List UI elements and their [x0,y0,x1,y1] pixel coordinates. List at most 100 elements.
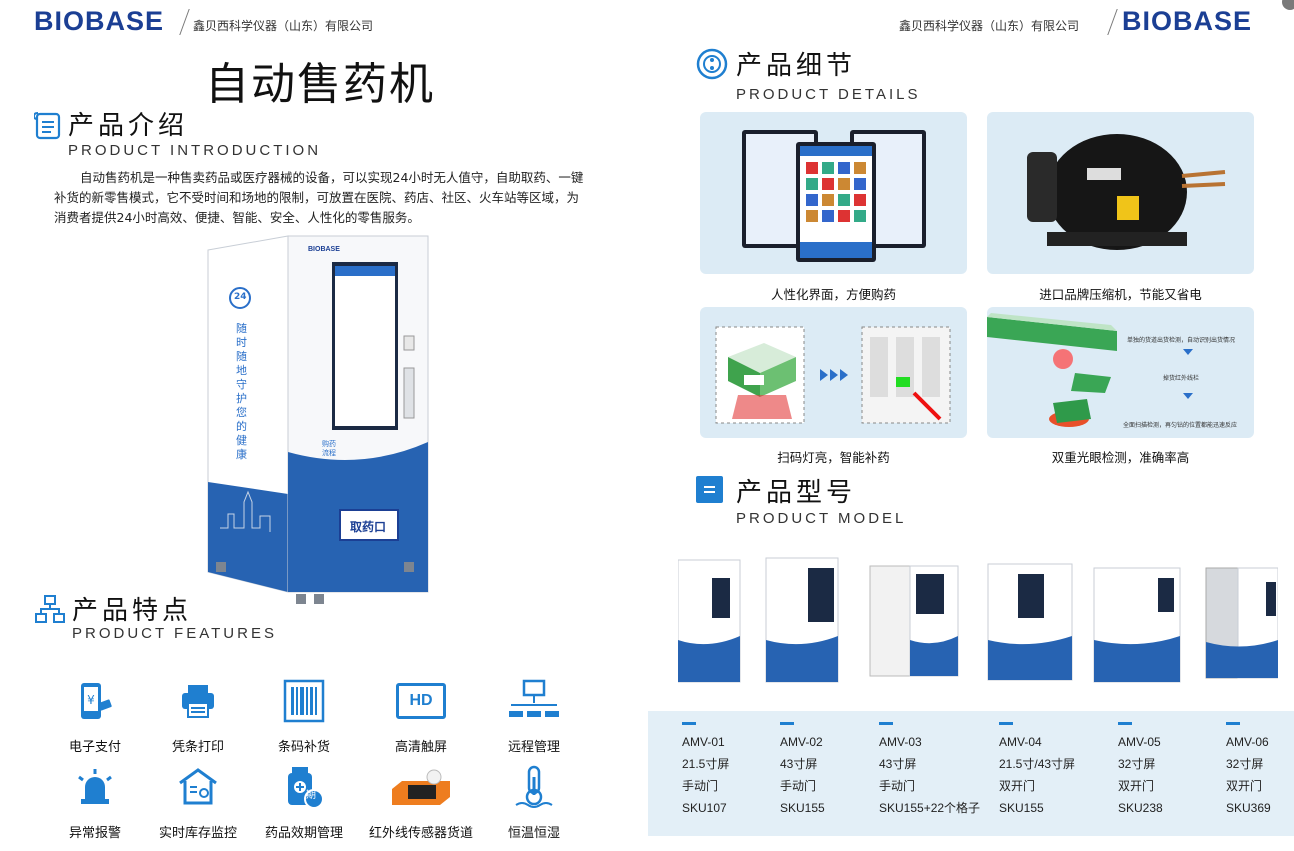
feature-item: 红外线传感器货道 [366,762,476,841]
features-heading: 产品特点 [72,596,193,626]
model-column: AMV-05 32寸屏 双开门 SKU238 [1118,722,1163,819]
detail-caption: 扫码灯亮，智能补药 [777,450,890,465]
page-title: 自动售药机 [205,59,435,110]
medicine-expiry-icon: 期 [249,762,359,812]
model-sku: SKU107 [682,801,727,815]
vending-machine-image: BIOBASE 24 随时随地守护您的健康 购药流程 取药口 [200,232,440,612]
model-door: 双开门 [1226,779,1263,793]
feature-label: 高清触屏 [394,740,447,755]
feature-label: 凭条打印 [171,740,224,755]
feature-item: ¥ 电子支付 [40,676,150,755]
models-heading: 产品型号 [736,478,857,508]
feature-item: 条码补货 [249,676,359,755]
feature-item: 恒温恒湿 [479,762,589,841]
model-sku: SKU155 [999,801,1044,815]
brand-logo-right: BIOBASE [1122,6,1253,36]
sensor-note: 掉货红外线栏 [1163,375,1200,382]
model-dash [1118,722,1132,725]
model-dash [780,722,794,725]
model-image-amv05 [1093,567,1181,683]
model-door: 双开门 [999,779,1036,793]
company-name-left: 鑫贝西科学仪器（山东）有限公司 [193,19,374,33]
model-screen: 43寸屏 [780,757,818,771]
model-name: AMV-01 [682,735,725,749]
sensor-note: 全面扫描检测，再匀钻的位置都能迅速反应 [1123,422,1238,429]
machine-flow-label: 购药流程 [322,440,336,457]
model-sku: SKU369 [1226,801,1271,815]
model-image-amv06 [1205,567,1279,679]
feature-label: 条码补货 [277,740,330,755]
model-column: AMV-03 43寸屏 手动门 SKU155+22个格子 [879,722,980,819]
machine-slogan: 随时随地守护您的健康 [236,322,247,461]
feature-item: HD 高清触屏 [366,676,476,755]
model-door: 手动门 [879,779,916,793]
intro-heading-en: PRODUCT INTRODUCTION [68,142,322,159]
model-door: 双开门 [1118,779,1155,793]
detail-panel-scan [700,307,967,438]
details-heading: 产品细节 [736,51,857,81]
models-heading-en: PRODUCT MODEL [736,510,907,527]
printer-icon [143,676,253,726]
model-equals-icon [696,476,723,503]
feature-label: 电子支付 [68,740,121,755]
model-dash [999,722,1013,725]
features-heading-en: PRODUCT FEATURES [72,625,277,642]
model-image-amv01 [677,559,741,683]
scan-replenish-image [715,326,951,424]
detail-panel-sensor: 单独的货道出货检测，自动识别出货情况 掉货红外线栏 全面扫描检测，再匀钻的位置都… [987,307,1254,438]
intro-heading: 产品介绍 [68,111,189,141]
feature-label: 实时库存监控 [158,826,237,841]
model-sku: SKU155 [780,801,825,815]
barcode-icon [249,676,359,726]
feature-item: 远程管理 [479,676,589,755]
model-screen: 43寸屏 [879,757,917,771]
model-column: AMV-06 32寸屏 双开门 SKU369 [1226,722,1271,819]
model-name: AMV-06 [1226,735,1269,749]
detail-caption: 人性化界面，方便购药 [770,287,896,302]
tablet-screens-image [742,130,926,262]
model-screen: 21.5寸/43寸屏 [999,757,1076,771]
model-dash [682,722,696,725]
document-icon [32,110,64,146]
hd-icon-text: HD [396,683,446,719]
brand-logo-left: BIOBASE [34,6,165,36]
company-name-right: 鑫贝西科学仪器（山东）有限公司 [899,19,1080,33]
expiry-icon-text: 期 [306,790,316,801]
machine-24h-badge: 24 [234,292,247,302]
model-name: AMV-05 [1118,735,1161,749]
feature-label: 远程管理 [507,740,560,755]
alarm-icon [40,762,150,812]
detail-panel-interface [700,112,967,274]
model-screen: 21.5寸屏 [682,757,730,771]
feature-label: 红外线传感器货道 [368,826,473,841]
hd-screen-icon: HD [366,676,476,726]
model-door: 手动门 [682,779,719,793]
sensor-note: 单独的货道出货检测，自动识别出货情况 [1127,337,1236,344]
model-sku: SKU155+22个格子 [879,801,981,815]
feature-item: 期 药品效期管理 [249,762,359,841]
feature-label: 药品效期管理 [264,826,343,841]
model-door: 手动门 [780,779,817,793]
model-image-amv04 [987,563,1073,681]
model-dash [1226,722,1240,725]
detail-caption: 双重光眼检测，准确率高 [1051,450,1190,465]
header-divider-left [179,9,190,35]
model-image-amv02 [765,557,839,683]
machine-pickup-label: 取药口 [350,520,387,534]
model-column: AMV-04 21.5寸/43寸屏 双开门 SKU155 [999,722,1075,819]
mobile-payment-icon: ¥ [40,676,150,726]
model-image-amv03 [869,565,959,677]
feature-item: 实时库存监控 [143,762,253,841]
model-name: AMV-03 [879,735,922,749]
model-sku: SKU238 [1118,801,1163,815]
detail-caption: 进口品牌压缩机，节能又省电 [1039,287,1202,302]
network-icon [479,676,589,726]
sensor-detection-image [987,313,1193,427]
detail-panel-compressor [987,112,1254,274]
details-heading-en: PRODUCT DETAILS [736,86,921,103]
model-images-row [677,556,1279,692]
model-name: AMV-04 [999,735,1042,749]
details-circle-icon [696,48,728,84]
feature-item: 凭条打印 [143,676,253,755]
model-name: AMV-02 [780,735,823,749]
